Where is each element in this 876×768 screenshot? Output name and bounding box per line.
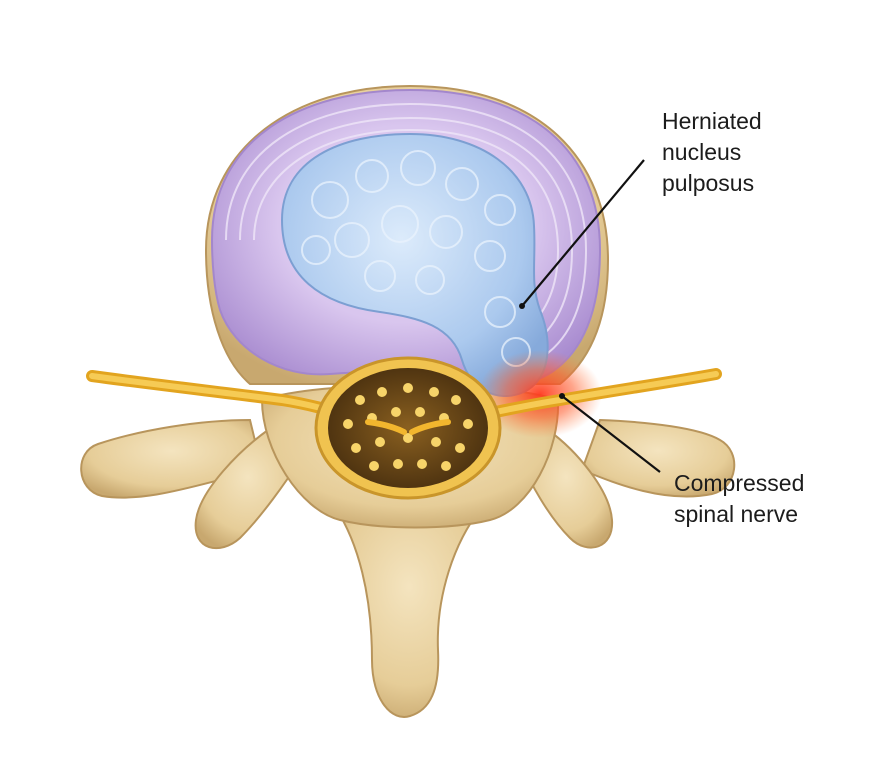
- herniated-nucleus-label: Herniated nucleus pulposus: [662, 106, 762, 199]
- compressed-label-line-2: spinal nerve: [674, 501, 799, 527]
- right-transverse-process: [580, 418, 736, 498]
- compressed-leader-dot: [559, 393, 565, 399]
- compressed-leader-line: [561, 395, 661, 473]
- spinal-cord-cross-section: [314, 356, 502, 500]
- herniated-leader-dot: [519, 303, 525, 309]
- compressed-nerve-label: Compressed spinal nerve: [674, 468, 804, 530]
- annulus-lamellae: [225, 102, 588, 357]
- herniated-label-line-2: nucleus: [662, 139, 742, 165]
- herniated-label-line-1: Herniated: [662, 108, 762, 134]
- herniated-leader-line: [521, 159, 645, 307]
- nucleus-texture: [301, 150, 531, 367]
- left-articular-process: [194, 428, 302, 550]
- compressed-label-line-1: Compressed: [674, 470, 805, 496]
- herniated-label-line-3: pulposus: [662, 170, 755, 196]
- inflammation-glow: [478, 350, 602, 438]
- spinous-process: [328, 499, 491, 718]
